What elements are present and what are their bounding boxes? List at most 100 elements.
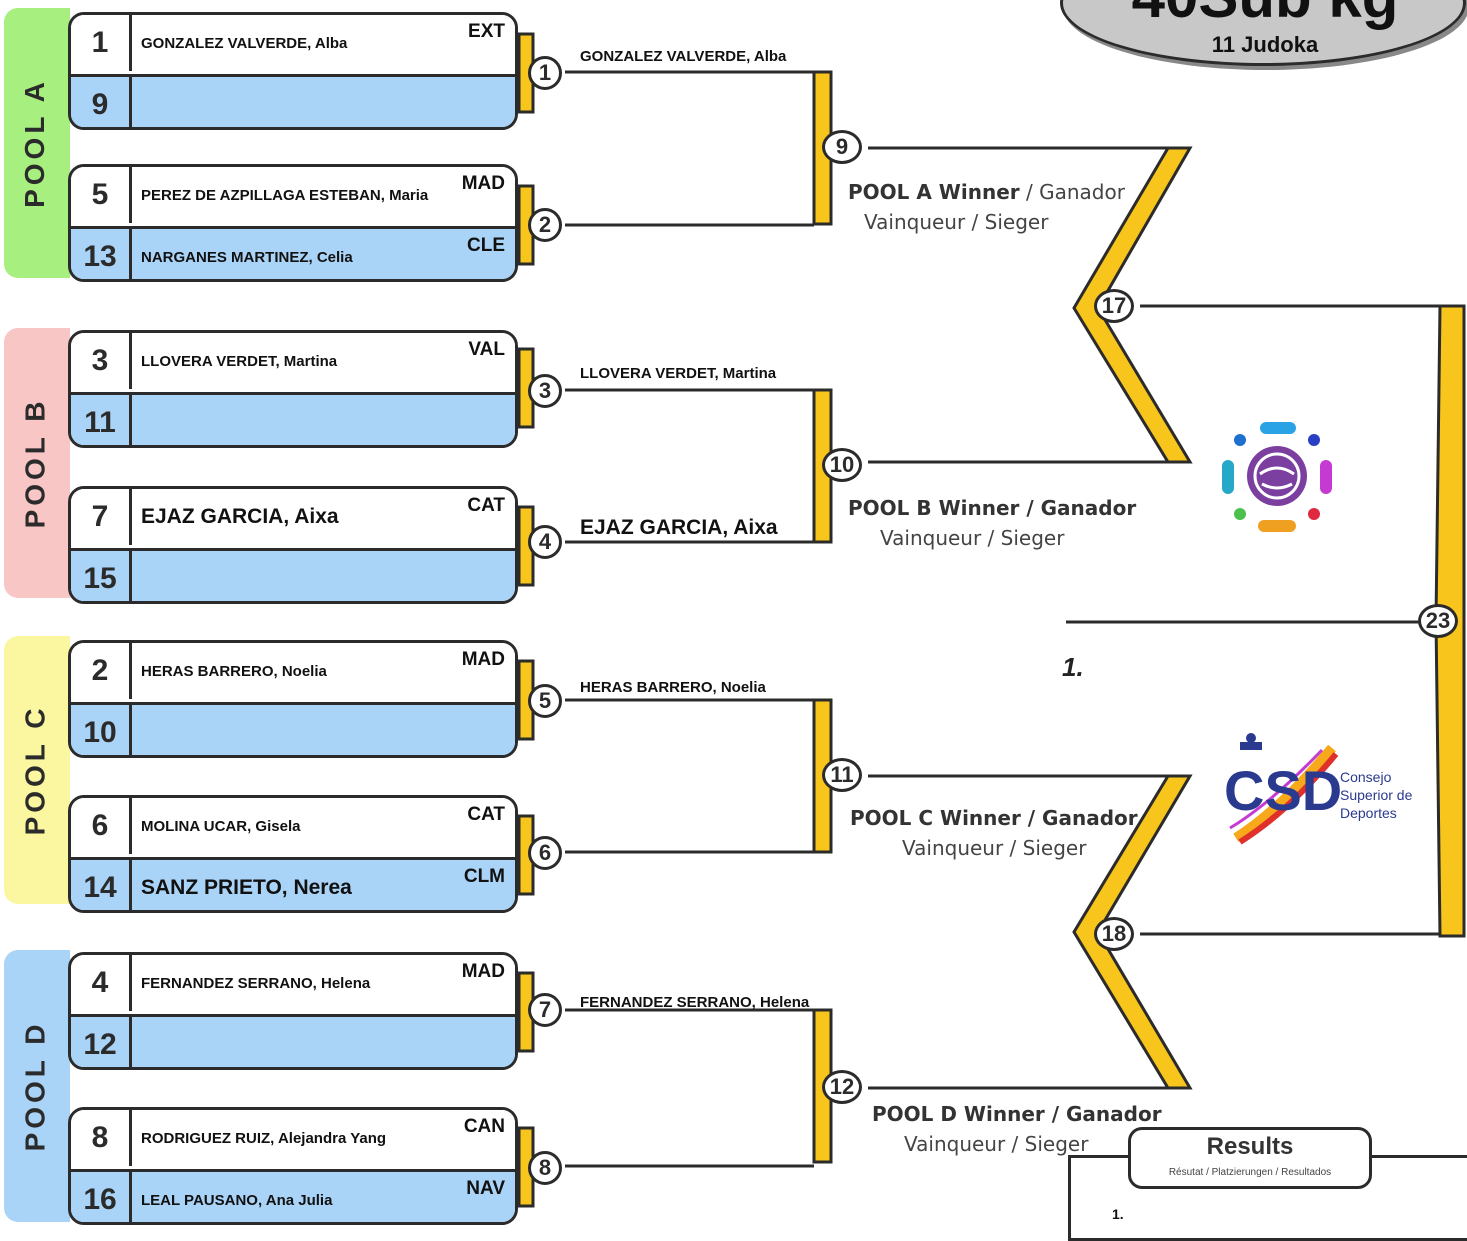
pool-winner-label: POOL C Winner / Ganador	[850, 806, 1138, 830]
competitor-row[interactable]: 16 LEAL PAUSANO, Ana Julia NAV	[71, 1169, 515, 1222]
pool-b-tab	[4, 328, 70, 598]
club-code: NAV	[466, 1178, 505, 1199]
advancing-name: GONZALEZ VALVERDE, Alba	[580, 48, 787, 65]
competitor-name: GONZALEZ VALVERDE, Alba	[141, 34, 348, 52]
club-code: MAD	[461, 649, 505, 670]
seed-number: 10	[71, 705, 132, 755]
pool-a-label: POOL A	[19, 78, 51, 208]
seed-number: 16	[71, 1172, 132, 1222]
judoka-count: 11 Judoka	[1211, 32, 1319, 57]
match-number: 5	[528, 684, 562, 718]
advancing-name: EJAZ GARCIA, Aixa	[580, 516, 778, 539]
club-code: CLE	[467, 235, 505, 256]
results-subtitle: Résutat / Platzierungen / Resultados	[1168, 1167, 1332, 1178]
pool-final-number: 10	[822, 448, 862, 482]
match-number: 3	[528, 374, 562, 408]
pool-final-number: 11	[822, 758, 862, 792]
competitor-name: SANZ PRIETO, Nerea	[141, 876, 352, 899]
semifinal-number: 17	[1094, 289, 1134, 323]
competitor-row[interactable]: 14 SANZ PRIETO, Nerea CLM	[71, 857, 515, 910]
competitor-name: EJAZ GARCIA, Aixa	[141, 505, 339, 528]
advancing-name: LLOVERA VERDET, Martina	[580, 365, 777, 382]
seed-number: 9	[71, 77, 132, 127]
seed-number: 2	[71, 643, 132, 699]
club-code: MAD	[461, 961, 505, 982]
results-header	[1128, 1127, 1372, 1189]
seed-number: 14	[71, 860, 132, 910]
competitor-name: RODRIGUEZ RUIZ, Alejandra Yang	[141, 1129, 387, 1147]
vainqueur-label: Vainqueur / Sieger	[902, 836, 1087, 860]
seed-number: 8	[71, 1110, 132, 1166]
pair-4: 7 EJAZ GARCIA, Aixa CAT 15	[68, 486, 518, 604]
seed-number: 11	[71, 395, 132, 445]
match-number: 2	[528, 208, 562, 242]
club-code: CAN	[463, 1116, 505, 1137]
club-code: EXT	[468, 21, 505, 42]
semifinal-number: 18	[1094, 917, 1134, 951]
vainqueur-label: Vainqueur / Sieger	[864, 210, 1049, 234]
weight-category: 40Sub kg	[1090, 0, 1440, 31]
competitor-row[interactable]: 3 LLOVERA VERDET, Martina VAL	[71, 333, 515, 389]
first-place-label: 1.	[1062, 652, 1084, 682]
competitor-row[interactable]: 11	[71, 392, 515, 445]
club-code: VAL	[468, 339, 505, 360]
seed-number: 7	[71, 489, 132, 545]
pool-winner-label: POOL A Winner / Ganador	[848, 180, 1125, 204]
competitor-row[interactable]: 8 RODRIGUEZ RUIZ, Alejandra Yang CAN	[71, 1110, 515, 1166]
pool-winner-label: POOL B Winner / Ganador	[848, 496, 1137, 520]
competitor-row[interactable]: 2 HERAS BARRERO, Noelia MAD	[71, 643, 515, 699]
pool-final-number: 12	[822, 1070, 862, 1104]
seed-number: 3	[71, 333, 132, 389]
csd-text: Consejo Superior de Deportes	[1340, 769, 1413, 821]
pool-c-label: POOL C	[19, 704, 50, 836]
vainqueur-label: Vainqueur / Sieger	[904, 1132, 1089, 1156]
competitor-row[interactable]: 4 FERNANDEZ SERRANO, Helena MAD	[71, 955, 515, 1011]
competitor-row[interactable]: 15	[71, 548, 515, 601]
match-number: 6	[528, 836, 562, 870]
competitor-name: MOLINA UCAR, Gisela	[141, 817, 301, 835]
pair-7: 4 FERNANDEZ SERRANO, Helena MAD 12	[68, 952, 518, 1070]
pool-a-tab	[4, 8, 70, 278]
competitor-row[interactable]: 13 NARGANES MARTINEZ, Celia CLE	[71, 226, 515, 279]
pair-6: 6 MOLINA UCAR, Gisela CAT 14 SANZ PRIETO…	[68, 795, 518, 913]
pool-c-tab	[4, 636, 70, 904]
pair-1: 1 GONZALEZ VALVERDE, Alba EXT 9	[68, 12, 518, 130]
seed-number: 5	[71, 167, 132, 223]
pool-winner-label: POOL D Winner / Ganador	[872, 1102, 1162, 1126]
seed-number: 4	[71, 955, 132, 1011]
match-number: 1	[528, 56, 562, 90]
match-number: 4	[528, 525, 562, 559]
competitor-row[interactable]: 1 GONZALEZ VALVERDE, Alba EXT	[71, 15, 515, 71]
seed-number: 15	[71, 551, 132, 601]
club-code: CAT	[467, 804, 505, 825]
judo-federation-logo-icon	[1222, 422, 1332, 532]
competitor-name: PEREZ DE AZPILLAGA ESTEBAN, Maria	[141, 186, 429, 204]
pair-5: 2 HERAS BARRERO, Noelia MAD 10	[68, 640, 518, 758]
pool-b-label: POOL B	[19, 397, 50, 529]
seed-number: 13	[71, 229, 132, 279]
club-code: CAT	[467, 495, 505, 516]
pair-2: 5 PEREZ DE AZPILLAGA ESTEBAN, Maria MAD …	[68, 164, 518, 282]
match-number: 8	[528, 1151, 562, 1185]
pool-d-tab	[4, 950, 70, 1222]
competitor-name: LLOVERA VERDET, Martina	[141, 352, 338, 370]
advancing-name: FERNANDEZ SERRANO, Helena	[580, 994, 810, 1011]
competitor-row[interactable]: 9	[71, 74, 515, 127]
competitor-row[interactable]: 10	[71, 702, 515, 755]
competitor-name: FERNANDEZ SERRANO, Helena	[141, 974, 371, 992]
pool-final-number: 9	[822, 130, 862, 164]
competitor-row[interactable]: 12	[71, 1014, 515, 1067]
advancing-name: HERAS BARRERO, Noelia	[580, 679, 766, 696]
competitor-row[interactable]: 6 MOLINA UCAR, Gisela CAT	[71, 798, 515, 854]
results-first-place: 1.	[1112, 1206, 1124, 1222]
seed-number: 6	[71, 798, 132, 854]
csd-logo-icon: CSD	[1224, 733, 1340, 845]
competitor-row[interactable]: 7 EJAZ GARCIA, Aixa CAT	[71, 489, 515, 545]
competitor-name: LEAL PAUSANO, Ana Julia	[141, 1191, 333, 1209]
final-number: 23	[1418, 604, 1458, 638]
match-number: 7	[528, 993, 562, 1027]
pair-3: 3 LLOVERA VERDET, Martina VAL 11	[68, 330, 518, 448]
results-title: Results	[1206, 1133, 1294, 1160]
seed-number: 12	[71, 1017, 132, 1067]
competitor-row[interactable]: 5 PEREZ DE AZPILLAGA ESTEBAN, Maria MAD	[71, 167, 515, 223]
